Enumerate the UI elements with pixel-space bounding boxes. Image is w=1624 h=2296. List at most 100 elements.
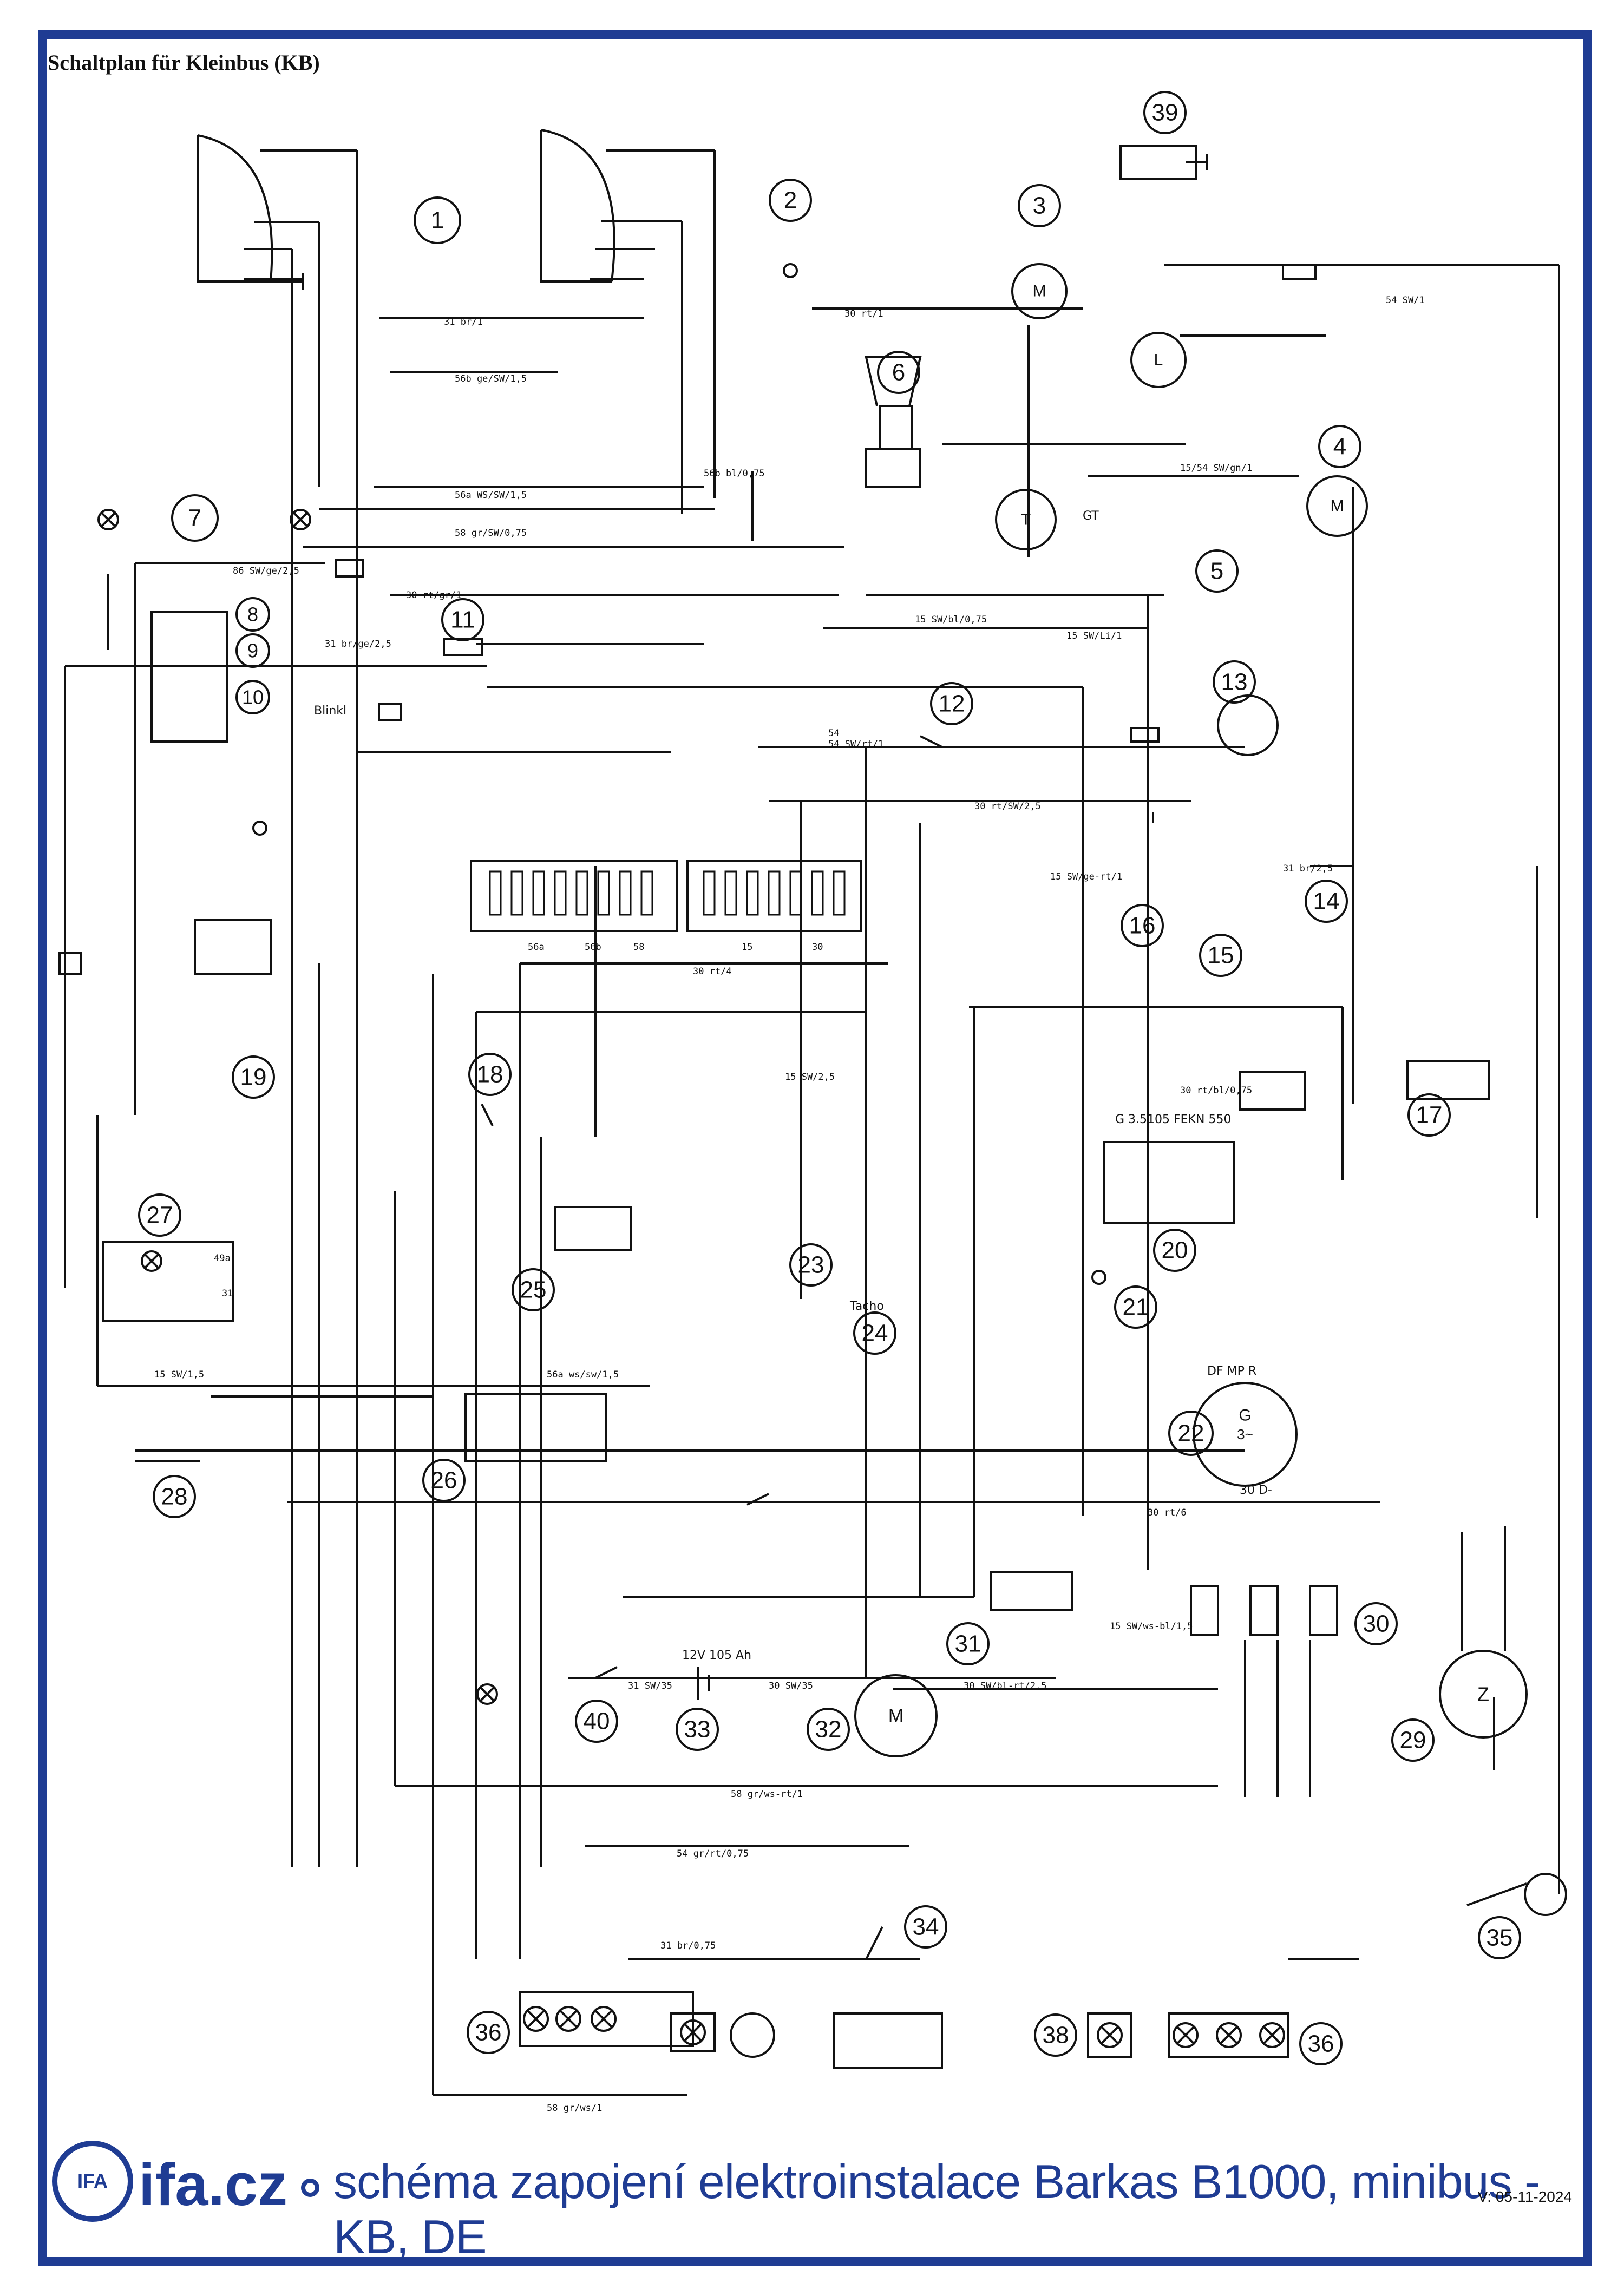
component-number-1: 1	[431, 207, 444, 234]
distributor-symbol: Z	[1477, 1683, 1489, 1705]
component-number-24: 24	[862, 1320, 888, 1347]
component-number-8: 8	[247, 603, 258, 626]
component-number-6: 6	[892, 359, 905, 386]
wire-label-54-sw1: 54 SW/1	[1386, 295, 1425, 306]
wire-label-56b-gesw: 56b ge/SW/1,5	[455, 373, 527, 384]
wire-label-31-brge: 31 br/2,5	[1283, 863, 1333, 874]
heater-motor-symbol: M	[1331, 497, 1344, 515]
ifa-logo-text[interactable]: ifa.cz	[139, 2151, 288, 2218]
wire-label-15-sw25: 15 SW/2,5	[785, 1072, 835, 1083]
wire-label-31-br1: 31 br/1	[444, 317, 483, 327]
fuse-terminal-15: 15	[742, 942, 752, 953]
component-number-14: 14	[1313, 888, 1340, 915]
component-number-29: 29	[1400, 1727, 1426, 1754]
wiper-motor-symbol: M	[1033, 283, 1046, 300]
component-number-28: 28	[161, 1484, 188, 1510]
component-number-13: 13	[1221, 669, 1248, 696]
component-number-33: 33	[684, 1716, 711, 1743]
fuse-terminal-56a: 56a	[528, 942, 545, 953]
component-number-16: 16	[1129, 913, 1156, 939]
wire-label-15-sw15: 15 SW/1,5	[154, 1369, 204, 1380]
wire-label-54-grrt075: 54 gr/rt/0,75	[677, 1848, 749, 1859]
version-label: V: 05-11-2024	[1477, 2188, 1572, 2205]
gt-label: GT	[1083, 509, 1099, 523]
component-number-4: 4	[1333, 434, 1346, 460]
component-number-25: 25	[520, 1277, 547, 1303]
component-number-21: 21	[1123, 1294, 1149, 1321]
component-number-23: 23	[798, 1252, 824, 1278]
component-number-26: 26	[431, 1467, 457, 1494]
starter-motor-symbol: M	[888, 1705, 903, 1726]
page-frame	[38, 30, 1592, 2266]
wire-label-56b-bl: 56b bl/0,75	[704, 468, 765, 479]
component-number-31: 31	[955, 1631, 981, 1657]
component-number-35: 35	[1487, 1925, 1513, 1951]
ifa-logo-badge: IFA	[52, 2141, 133, 2222]
footer-heading: schéma zapojení elektroinstalace Barkas …	[333, 2155, 1540, 2264]
generator-bottom-terminals: 30 D-	[1240, 1484, 1272, 1497]
wire-label-30-swbl: 30 SW/bl-rt/2,5	[964, 1681, 1047, 1691]
wire-label-15-swli: 15 SW/Li/1	[1066, 631, 1122, 641]
wire-label-15-swbl075: 15 SW/bl/0,75	[915, 614, 987, 625]
headlamp-left	[197, 134, 273, 283]
switch-terminal-54: 54	[828, 728, 839, 739]
component-number-19: 19	[240, 1064, 267, 1091]
component-number-10: 10	[242, 686, 264, 709]
footer: IFA ifa.cz schéma zapojení elektroinstal…	[47, 2124, 1583, 2264]
wire-label-31-br075: 31 br/0,75	[660, 1940, 716, 1951]
diagram-title: Schaltplan für Kleinbus (KB)	[48, 50, 320, 75]
wire-label-58-grws1: 58 gr/ws/1	[547, 2103, 602, 2114]
generator-symbol: G	[1239, 1407, 1251, 1425]
wire-label-30-rt6: 30 rt/6	[1148, 1507, 1187, 1518]
component-number-7: 7	[188, 505, 201, 532]
flasher-terminal-31: 31	[222, 1288, 233, 1299]
wire-label-58-grsw: 58 gr/SW/0,75	[455, 528, 527, 539]
generator-terminals-label: DF MP R	[1207, 1365, 1256, 1378]
component-number-36-left: 36	[475, 2019, 502, 2046]
component-number-5: 5	[1210, 558, 1223, 585]
wire-label-30-sw35: 30 SW/35	[769, 1681, 813, 1691]
regulator-label: G 3.5105 FEKN 550	[1115, 1113, 1231, 1126]
component-number-18: 18	[477, 1061, 503, 1088]
component-number-38: 38	[1043, 2022, 1069, 2049]
wire-label-58-grws-rt: 58 gr/ws-rt/1	[731, 1789, 803, 1800]
wire-label-30-rt1: 30 rt/1	[844, 309, 883, 319]
wire-label-86-swge: 86 SW/ge/2,5	[233, 566, 299, 576]
component-number-20: 20	[1162, 1237, 1188, 1264]
component-number-9: 9	[247, 640, 258, 662]
component-number-12: 12	[939, 691, 965, 717]
component-number-15: 15	[1208, 942, 1234, 969]
headlamp-right	[540, 129, 615, 283]
generator-ac-symbol: 3~	[1237, 1426, 1253, 1442]
component-number-34: 34	[913, 1914, 939, 1940]
component-number-36-right: 36	[1308, 2031, 1334, 2057]
wire-label-30-rtbl: 30 rt/bl/0,75	[1180, 1085, 1252, 1096]
fuse-terminal-56b: 56b	[585, 942, 601, 953]
component-number-2: 2	[784, 187, 797, 214]
flasher-terminal-49a: 49a	[214, 1253, 231, 1264]
battery-label: 12V 105 Ah	[682, 1649, 751, 1662]
wire-label-30-rtgr: 30 rt/gr/1	[406, 590, 461, 601]
component-number-11: 11	[450, 607, 475, 633]
wire-label-15-swgerl: 15 SW/ge-rt/1	[1050, 871, 1122, 882]
temp-gauge-symbol: T	[1021, 511, 1031, 529]
wire-label-15-swws: 15 SW/ws-bl/1,5	[1110, 1621, 1193, 1632]
tacho-label: Tacho	[849, 1300, 884, 1313]
component-number-39: 39	[1152, 100, 1178, 126]
bullet-icon	[301, 2179, 319, 2197]
component-number-17: 17	[1416, 1102, 1443, 1129]
component-number-30: 30	[1363, 1611, 1390, 1637]
wire-label-30-rt4: 30 rt/4	[693, 966, 732, 977]
wire-label-15-swgn: 15/54 SW/gn/1	[1180, 463, 1252, 474]
wire-label-56a-wssw: 56a WS/SW/1,5	[455, 490, 527, 501]
blinker-label: Blinkl	[314, 704, 346, 718]
fuse-terminal-30: 30	[812, 942, 823, 953]
fuel-gauge-symbol: L	[1154, 351, 1163, 369]
wire-label-54-swrt1: 54 SW/rt/1	[828, 739, 883, 750]
wire-label-31-brge25: 31 br/ge/2,5	[325, 639, 391, 650]
component-number-22: 22	[1178, 1420, 1204, 1447]
component-number-40: 40	[584, 1708, 610, 1735]
wire-label-30-rtsw: 30 rt/SW/2,5	[974, 801, 1041, 812]
component-number-32: 32	[815, 1716, 842, 1743]
